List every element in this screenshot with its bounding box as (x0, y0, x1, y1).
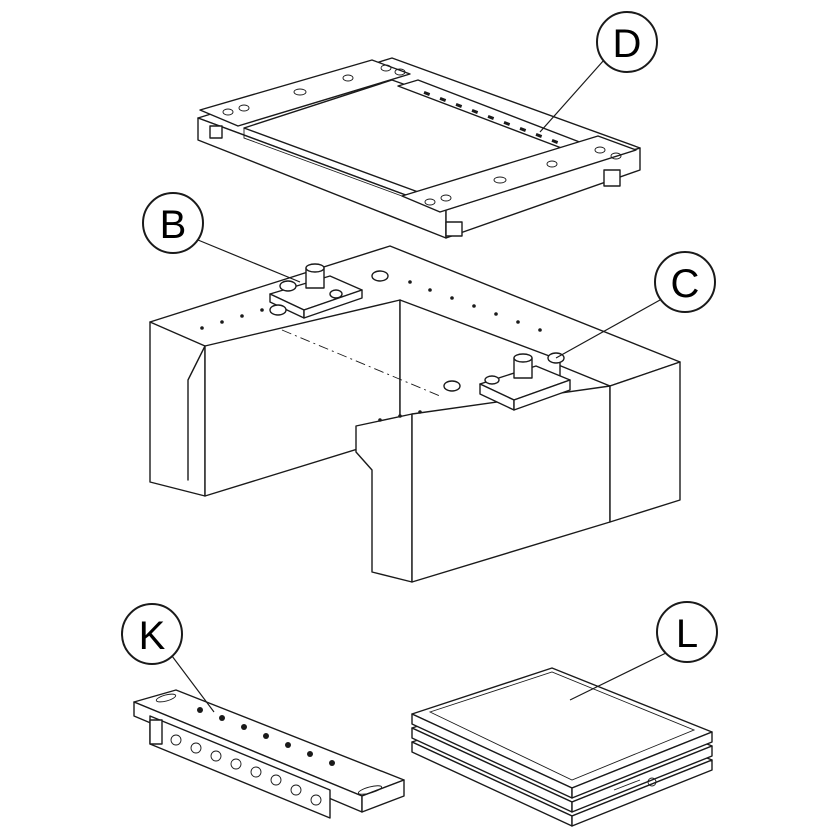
callout-d-label: D (613, 22, 642, 66)
part-d-frame (197, 57, 641, 239)
leader-b (197, 239, 301, 283)
part-c-post-top (513, 353, 533, 363)
part-b-post-top (305, 263, 325, 273)
foam-centerline (281, 329, 441, 397)
part-k-holes (155, 693, 383, 806)
foam-block-chamfer (187, 345, 206, 481)
part-b-knob (279, 280, 297, 292)
part-l-tray-top-front (571, 731, 713, 799)
frame-d-foot (603, 169, 621, 187)
part-b-clamp (269, 263, 389, 319)
part-l-trays (411, 667, 713, 827)
part-l-tray-bottom-front (571, 759, 713, 827)
part-k-bar (133, 689, 405, 819)
frame-d-plate-holes (222, 64, 622, 206)
foam-block-right-front (411, 385, 611, 583)
part-k-end-block (149, 719, 163, 745)
part-b-knob (329, 289, 343, 299)
frame-d-foot (209, 125, 223, 139)
callout-l: L (656, 601, 718, 663)
callout-d: D (596, 11, 658, 73)
foam-block-right-end (355, 413, 413, 583)
callout-c-label: C (671, 262, 700, 306)
leader-k (171, 655, 215, 713)
part-l-logo-mark (647, 777, 657, 787)
frame-d-back-plate (199, 59, 411, 127)
callout-c: C (654, 251, 716, 313)
callout-k: K (121, 603, 183, 665)
leader-d (539, 59, 605, 133)
part-l-tray-recess (428, 671, 696, 781)
part-c-knob (443, 380, 461, 392)
part-b-knob (269, 304, 287, 316)
callout-c-circle (654, 251, 716, 313)
part-l-tray-middle-front (571, 745, 713, 813)
callout-l-label: L (676, 612, 698, 656)
callout-k-circle (121, 603, 183, 665)
callout-d-circle (596, 11, 658, 73)
part-c-clamp (443, 352, 571, 411)
foam-block (149, 245, 681, 583)
frame-d-rail-slots (423, 90, 559, 144)
callout-l-circle (656, 601, 718, 663)
part-c-knob (484, 375, 500, 385)
part-k-end (361, 779, 405, 813)
foam-block-right-side (609, 361, 681, 523)
frame-d-front-plate (401, 135, 637, 213)
callout-b-label: B (160, 203, 187, 247)
foam-block-holes (200, 280, 542, 422)
frame-d-foot (445, 221, 463, 237)
callout-b-circle (142, 192, 204, 254)
callout-b: B (142, 192, 204, 254)
part-l-logo-text (613, 779, 641, 791)
foam-block-left-end (149, 321, 206, 497)
leader-l (569, 651, 669, 701)
part-c-base-front (513, 379, 571, 411)
part-b-knob (371, 270, 389, 282)
callout-k-label: K (139, 614, 166, 658)
part-b-base-front (303, 289, 363, 319)
leader-c (555, 299, 661, 359)
